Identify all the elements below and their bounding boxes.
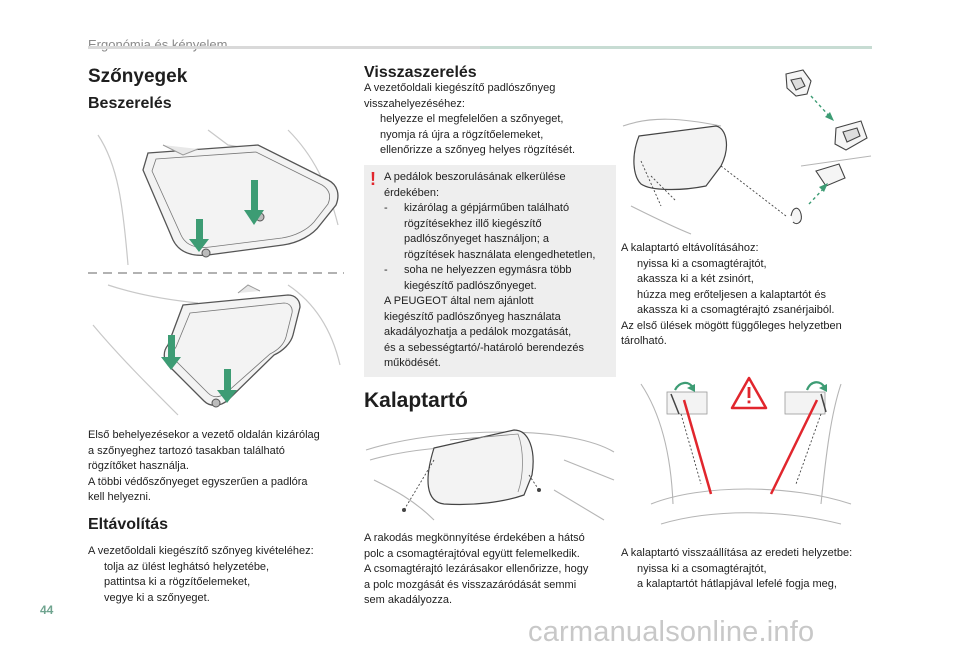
cord-hook-icon xyxy=(790,163,846,225)
page-title: Szőnyegek xyxy=(88,66,188,87)
parcel-shelf xyxy=(633,125,728,191)
arrow-icon xyxy=(819,384,827,392)
kalaptarto-paragraph: A rakodás megkönnyítése érdekében a háts… xyxy=(364,532,589,606)
header-rule-left xyxy=(88,46,480,49)
shelf-removal-illustration xyxy=(622,69,872,235)
warning-box: ! A pedálok beszorulásának elkerülése ér… xyxy=(364,165,616,377)
hinge-clip-icon xyxy=(785,69,812,97)
header-rule-right xyxy=(480,46,872,49)
removal-heading: Eltávolítás xyxy=(88,516,169,533)
arrow-icon xyxy=(825,112,834,121)
reinstall-list: A vezetőoldali kiegészítő padlószőnyeg v… xyxy=(364,82,576,156)
warning-exclamation-icon: ! xyxy=(370,169,376,189)
warning-triangle-icon xyxy=(730,376,768,410)
arrow-icon xyxy=(217,369,237,403)
parcel-shelf xyxy=(427,429,534,506)
arrow-icon xyxy=(244,180,264,225)
arrow-icon xyxy=(819,183,828,192)
arrow-icon xyxy=(161,335,181,370)
hinge-bracket-icon xyxy=(834,120,868,151)
press-arrows xyxy=(161,180,264,403)
reinstall-heading: Visszaszerelés xyxy=(364,64,477,81)
install-heading: Beszerelés xyxy=(88,95,172,112)
parcel-shelf-illustration xyxy=(365,429,615,521)
shelf-removal-list: A kalaptartó eltávolításához: nyissa ki … xyxy=(621,242,842,347)
install-paragraph: Első behelyezésekor a vezető oldalán kiz… xyxy=(88,429,320,503)
arrow-icon xyxy=(687,384,695,392)
kalaptarto-heading: Kalaptartó xyxy=(364,389,468,412)
watermark: carmanualsonline.info xyxy=(528,616,815,648)
shelf-restore-illustration xyxy=(640,376,852,525)
removal-list: A vezetőoldali kiegészítő szőnyeg kivéte… xyxy=(88,545,314,604)
shelf-restore-list: A kalaptartó visszaállítása az eredeti h… xyxy=(621,547,853,590)
floor-mat-top xyxy=(142,144,339,258)
shelf-cords xyxy=(403,459,540,511)
page-number: 44 xyxy=(40,603,54,617)
section-title: Ergonómia és kényelem xyxy=(88,37,228,52)
floor-mat-illustration xyxy=(88,125,344,425)
arrow-icon xyxy=(189,219,209,252)
